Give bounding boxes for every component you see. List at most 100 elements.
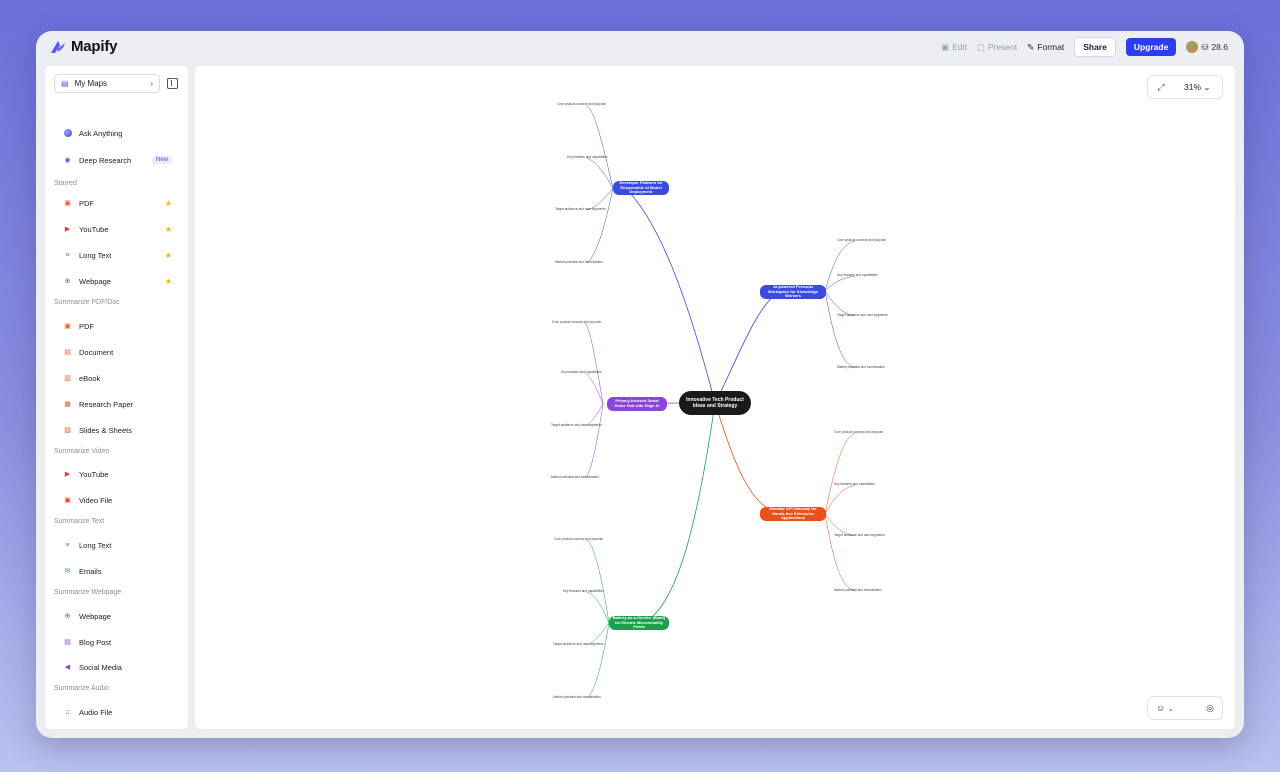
video-icon: ▣	[64, 497, 71, 504]
star-icon[interactable]: ★	[164, 224, 172, 234]
sub-label[interactable]: Core product concept and purpose	[837, 238, 887, 242]
sidebar-item-text-long-text[interactable]: ≡ Long Text	[45, 536, 188, 554]
section-title-summarize-webpage: Summarize Webpage	[54, 589, 122, 596]
sidebar-item-slides-sheets[interactable]: ▧ Slides & Sheets	[45, 421, 188, 439]
sidebar-item-label: Webpage	[79, 611, 111, 621]
sidebar-item-ask-anything[interactable]: Ask Anything	[45, 124, 188, 142]
sidebar-item-emails[interactable]: ✉ Emails	[45, 562, 188, 580]
sub-label[interactable]: Core product concept and purpose	[834, 430, 884, 434]
sub-label[interactable]: Market potential and monetization	[834, 588, 882, 592]
sidebar-item-label: YouTube	[79, 224, 109, 234]
sidebar-item-label: PDF	[79, 198, 94, 208]
branch-node-ai-workspace[interactable]: AI-powered Personal Workspace for Knowle…	[760, 284, 826, 299]
my-maps-icon: ▤	[61, 79, 69, 88]
credits-value: 28.6	[1211, 42, 1228, 52]
youtube-icon: ▶	[64, 471, 71, 478]
fit-screen-icon[interactable]: ⤢	[1157, 81, 1165, 92]
palette-icon: ☺	[1156, 703, 1166, 713]
sidebar-item-starred-webpage[interactable]: ⊕ Webpage ★	[45, 272, 188, 290]
mindmap-center-node[interactable]: Innovative Tech Product Ideas and Strate…	[679, 391, 751, 415]
sub-label[interactable]: Key features and capabilities	[834, 482, 875, 486]
credits-display[interactable]: ⛁ 28.6	[1186, 41, 1228, 53]
avatar[interactable]	[1186, 41, 1199, 53]
branch-node-developer-platform[interactable]: Developer Platform for Responsible AI Mo…	[613, 180, 669, 195]
upgrade-button[interactable]: Upgrade	[1125, 38, 1177, 56]
sub-label[interactable]: Target audience and user segments	[834, 533, 885, 537]
sidebar-item-deep-research[interactable]: ◉ Deep Research New	[45, 151, 188, 169]
sub-label[interactable]: Core product concept and purpose	[552, 320, 602, 324]
audio-icon: ♫	[64, 708, 71, 716]
format-icon: ✎	[1027, 41, 1035, 52]
new-badge: New	[151, 156, 172, 164]
sidebar-item-starred-youtube[interactable]: ▶ YouTube ★	[45, 220, 188, 238]
collapse-sidebar-button[interactable]	[167, 78, 178, 89]
mindmap-connectors	[584, 105, 856, 699]
branch-node-battery-service[interactable]: Battery-as-a-Service (BaaS) for Electric…	[609, 615, 669, 630]
sidebar-item-audio-file[interactable]: ♫ Audio File	[45, 703, 188, 721]
social-icon: ◀	[64, 664, 71, 671]
sidebar-item-label: Long Text	[79, 250, 112, 260]
sidebar-item-label: Slides & Sheets	[79, 425, 132, 435]
sidebar-item-video-file[interactable]: ▣ Video File	[45, 491, 188, 509]
mapify-logo-icon	[51, 40, 65, 53]
sub-label[interactable]: Target audience and user segments	[837, 313, 888, 317]
sidebar-item-label: Document	[79, 347, 114, 357]
sidebar-item-web-webpage[interactable]: ⊕ Webpage	[45, 607, 188, 625]
sidebar-item-ebook[interactable]: ▥ eBook	[45, 369, 188, 387]
sidebar-item-social-media[interactable]: ◀ Social Media	[45, 658, 188, 676]
mindmap-canvas[interactable]: Innovative Tech Product Ideas and Strate…	[195, 66, 1235, 729]
sidebar-item-pdf[interactable]: ▣ PDF	[45, 317, 188, 335]
sidebar-item-document[interactable]: ▤ Document	[45, 343, 188, 361]
section-title-summarize-audio: Summarize Audio	[54, 685, 109, 692]
sub-label[interactable]: Market potential and monetization	[551, 475, 599, 479]
pdf-icon: ▣	[64, 323, 71, 330]
star-icon[interactable]: ★	[164, 276, 172, 286]
my-maps-button[interactable]: ▤ My Maps ›	[54, 74, 160, 93]
sub-label[interactable]: Market potential and monetization	[553, 695, 601, 699]
sub-label[interactable]: Target audience and user segments	[553, 642, 604, 646]
sub-label[interactable]: Key features and capabilities	[561, 370, 602, 374]
theme-picker-button[interactable]: ☺ ⌄	[1156, 703, 1174, 713]
section-title-summarize-pdf-doc: Summarize PDF/Doc	[54, 299, 120, 306]
sidebar-item-starred-long-text[interactable]: ≡ Long Text ★	[45, 246, 188, 264]
format-button[interactable]: ✎ Format	[1027, 42, 1064, 53]
sidebar-item-blog-post[interactable]: ▤ Blog Post	[45, 633, 188, 651]
chat-button[interactable]: ◎	[1206, 703, 1214, 714]
sub-label[interactable]: Key features and capabilities	[837, 273, 878, 277]
sub-label[interactable]: Core product concept and purpose	[554, 537, 604, 541]
email-icon: ✉	[64, 568, 71, 575]
sub-label[interactable]: Core product concept and purpose	[557, 102, 607, 106]
branch-node-api-gateway[interactable]: Modular API Gateway for Hands-free Enter…	[760, 506, 826, 521]
share-button[interactable]: Share	[1074, 37, 1116, 57]
branch-node-smart-home-hub[interactable]: Privacy-focused Smart Home Hub with Edge…	[607, 397, 667, 411]
edit-button[interactable]: ▣ Edit	[941, 42, 967, 53]
sub-label[interactable]: Key features and capabilities	[567, 155, 608, 159]
sub-label[interactable]: Target audience and user segments	[551, 423, 602, 427]
top-actions: ▣ Edit ▢ Present ✎ Format Share Upgrade …	[941, 37, 1228, 57]
sub-label[interactable]: Target audience and user segments	[555, 207, 606, 211]
star-icon[interactable]: ★	[164, 250, 172, 260]
web-icon: ⊕	[64, 278, 71, 285]
sidebar-item-video-youtube[interactable]: ▶ YouTube	[45, 465, 188, 483]
bottom-controls: ☺ ⌄ ◎	[1147, 696, 1223, 720]
my-maps-label: My Maps	[74, 79, 108, 88]
credits-icon: ⛁	[1201, 41, 1209, 52]
blog-icon: ▤	[64, 639, 71, 646]
present-button[interactable]: ▢ Present	[977, 42, 1017, 53]
sub-label[interactable]: Market potential and monetization	[837, 365, 885, 369]
sidebar-item-research-paper[interactable]: ▦ Research Paper	[45, 395, 188, 413]
zoom-control: ⤢ 31% ⌄	[1147, 75, 1223, 99]
sidebar-item-starred-pdf[interactable]: ▣ PDF ★	[45, 194, 188, 212]
text-icon: ≡	[65, 541, 70, 549]
zoom-level-dropdown[interactable]: 31% ⌄	[1174, 82, 1211, 93]
star-icon[interactable]: ★	[164, 198, 172, 208]
web-icon: ⊕	[64, 613, 71, 620]
sidebar-item-label: Social Media	[79, 662, 122, 672]
sub-label[interactable]: Market potential and monetization	[555, 260, 603, 264]
format-label: Format	[1037, 42, 1065, 52]
sub-label[interactable]: Key features and capabilities	[563, 589, 604, 593]
app-logo[interactable]: Mapify	[49, 38, 118, 55]
text-icon: ≡	[65, 251, 70, 259]
sidebar-item-label: Webpage	[79, 276, 111, 286]
sidebar-item-label: Research Paper	[79, 399, 134, 409]
